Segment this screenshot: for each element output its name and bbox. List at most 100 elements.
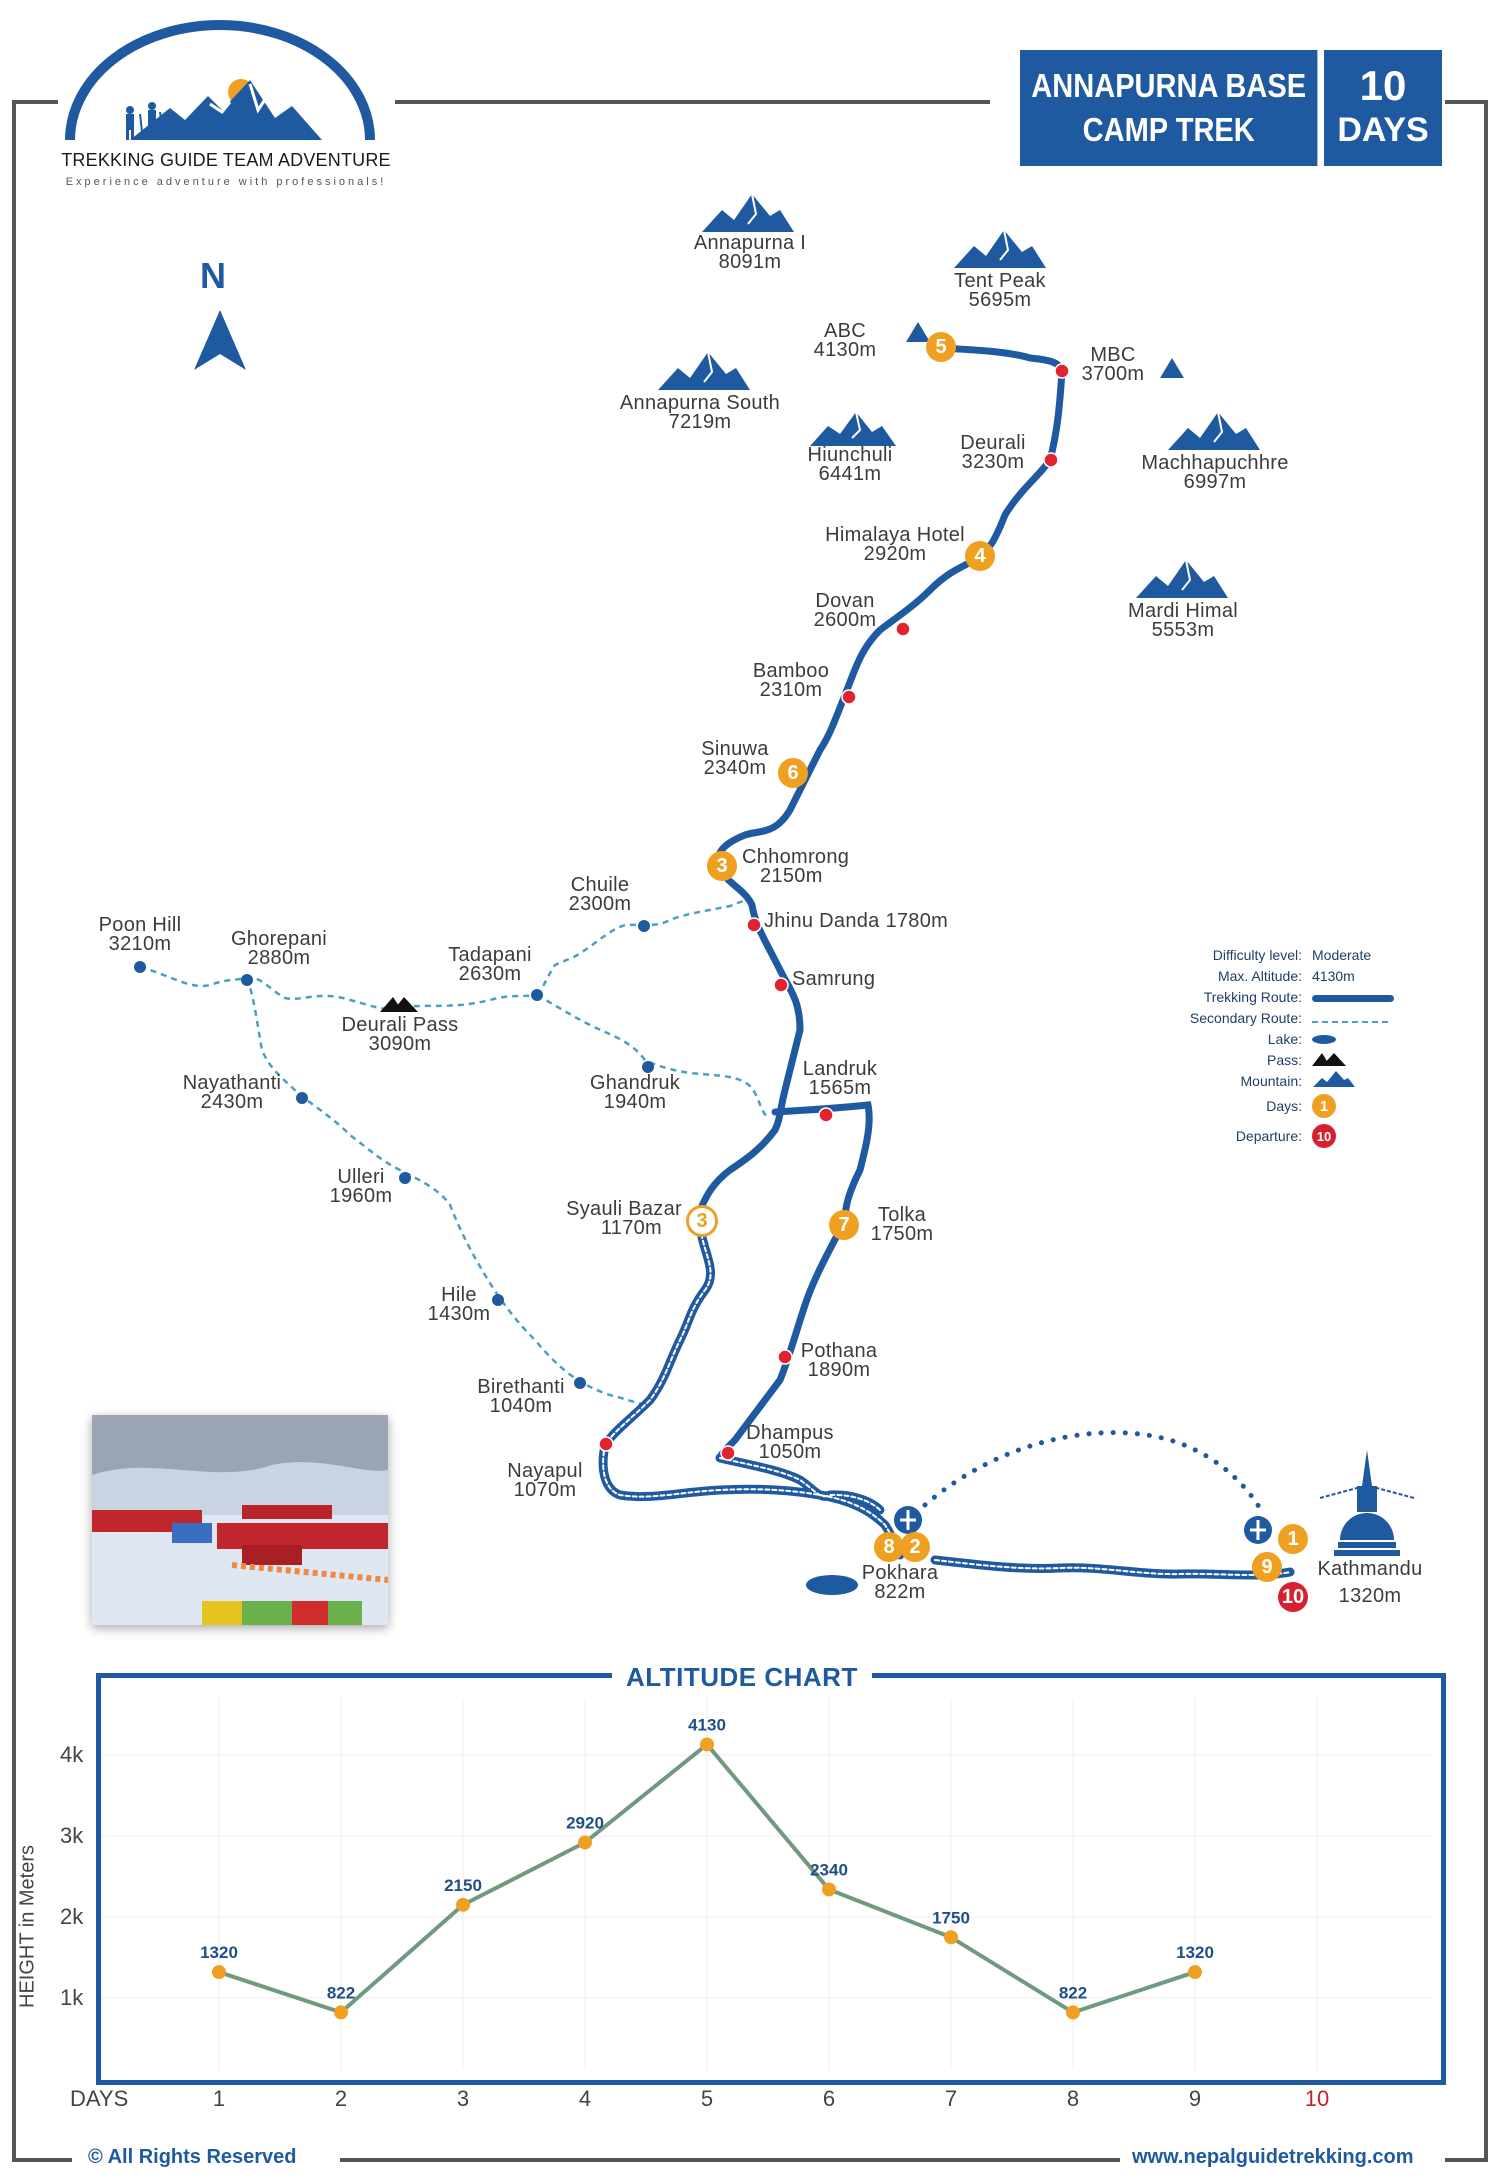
x-tick-day-4: 4 bbox=[578, 2086, 592, 2111]
mountain-icon bbox=[1168, 411, 1260, 450]
x-tick-day-8: 8 bbox=[1066, 2086, 1080, 2111]
brand-tagline: Experience adventure with professionals! bbox=[65, 176, 387, 188]
chart-title: ALTITUDE CHART bbox=[612, 1662, 872, 1693]
mountain-icon bbox=[810, 411, 896, 446]
chart-data-label: 1320 bbox=[200, 1943, 238, 1962]
duration-label: DAYS bbox=[1337, 111, 1429, 149]
website-link[interactable]: www.nepalguidetrekking.com bbox=[1132, 2146, 1414, 2168]
chart-data-label: 4130 bbox=[688, 1715, 726, 1734]
trek-title-line2: CAMP TREK bbox=[1082, 111, 1255, 148]
stop-samrung: Samrung bbox=[792, 968, 876, 990]
duration-number: 10 bbox=[1359, 62, 1407, 109]
day-badge-sample: 1 bbox=[1312, 1094, 1336, 1118]
x-tick-day-2: 2 bbox=[334, 2086, 348, 2111]
mountain-icon bbox=[954, 229, 1046, 268]
map-legend: Difficulty level: Moderate Max. Altitude:… bbox=[1150, 944, 1450, 1151]
chart-x-axis-label: DAYS bbox=[70, 2086, 129, 2111]
brand-logo-icon bbox=[65, 20, 375, 141]
chart-point bbox=[822, 1882, 836, 1897]
chart-point bbox=[700, 1737, 714, 1752]
secondary-route-swatch bbox=[1312, 1020, 1388, 1023]
frame-top bbox=[395, 100, 990, 104]
legend-difficulty-value: Moderate bbox=[1312, 946, 1372, 963]
chart-point bbox=[1066, 2005, 1080, 2020]
mountain-icon bbox=[658, 351, 750, 390]
x-tick-day-5: 5 bbox=[700, 2086, 714, 2111]
chart-point bbox=[578, 1835, 592, 1850]
mountain-icon bbox=[1313, 1071, 1355, 1087]
chart-data-label: 822 bbox=[327, 1983, 355, 2002]
chart-data-label: 2150 bbox=[444, 1876, 482, 1895]
trek-title: ANNAPURNA BASE CAMP TREK bbox=[1020, 50, 1318, 166]
day-badge-2: 2 bbox=[900, 1532, 930, 1562]
pass-icon bbox=[1312, 1053, 1346, 1066]
trek-title-line1: ANNAPURNA BASE bbox=[1031, 67, 1307, 104]
base-camp-photo bbox=[92, 1415, 388, 1625]
brand-name: TREKKING GUIDE TEAM ADVENTURE bbox=[61, 150, 391, 170]
chart-point bbox=[456, 1897, 470, 1912]
chart-point bbox=[212, 1965, 226, 1980]
mountain-icon bbox=[702, 193, 794, 232]
frame-left bbox=[12, 102, 16, 2162]
legend-mountain-label: Mountain: bbox=[1240, 1072, 1302, 1089]
frame-bottom bbox=[12, 2158, 72, 2162]
lake-icon bbox=[1312, 1034, 1336, 1044]
frame-bottom bbox=[340, 2158, 1120, 2162]
y-tick-2k: 2k bbox=[60, 1904, 84, 1929]
day-badge-1: 1 bbox=[1278, 1524, 1308, 1554]
legend-difficulty-label: Difficulty level: bbox=[1212, 946, 1302, 963]
legend-max-alt-value: 4130m bbox=[1312, 967, 1355, 984]
legend-days-label: Days: bbox=[1266, 1098, 1302, 1114]
copyright-notice: © All Rights Reserved bbox=[88, 2146, 297, 2168]
frame-top bbox=[1445, 100, 1488, 104]
chart-data-label: 2920 bbox=[566, 1813, 604, 1832]
x-tick-day-9: 9 bbox=[1188, 2086, 1202, 2111]
y-tick-3k: 3k bbox=[60, 1823, 84, 1848]
mountain-icon bbox=[1136, 559, 1228, 598]
legend-trekking-route-label: Trekking Route: bbox=[1203, 988, 1302, 1005]
legend-max-alt-label: Max. Altitude: bbox=[1217, 967, 1302, 984]
route-map bbox=[134, 322, 1415, 1595]
frame-right bbox=[1484, 102, 1488, 2162]
departure-badge-sample: 10 bbox=[1312, 1124, 1336, 1148]
day-badge-6: 6 bbox=[778, 758, 808, 788]
chart-point bbox=[1188, 1965, 1202, 1980]
day-badge-3-outline: 3 bbox=[686, 1205, 718, 1237]
frame-bottom bbox=[1445, 2158, 1488, 2162]
day-badge-3: 3 bbox=[707, 851, 737, 881]
day-badge-7: 7 bbox=[829, 1210, 859, 1240]
x-tick-day-10: 10 bbox=[1304, 2086, 1330, 2111]
copyright-icon: © bbox=[88, 2146, 103, 2168]
frame-top bbox=[12, 100, 58, 104]
departure-badge-10: 10 bbox=[1278, 1582, 1308, 1612]
chart-y-axis-label: HEIGHT in Meters bbox=[16, 1845, 39, 2008]
x-tick-day-6: 6 bbox=[822, 2086, 836, 2111]
